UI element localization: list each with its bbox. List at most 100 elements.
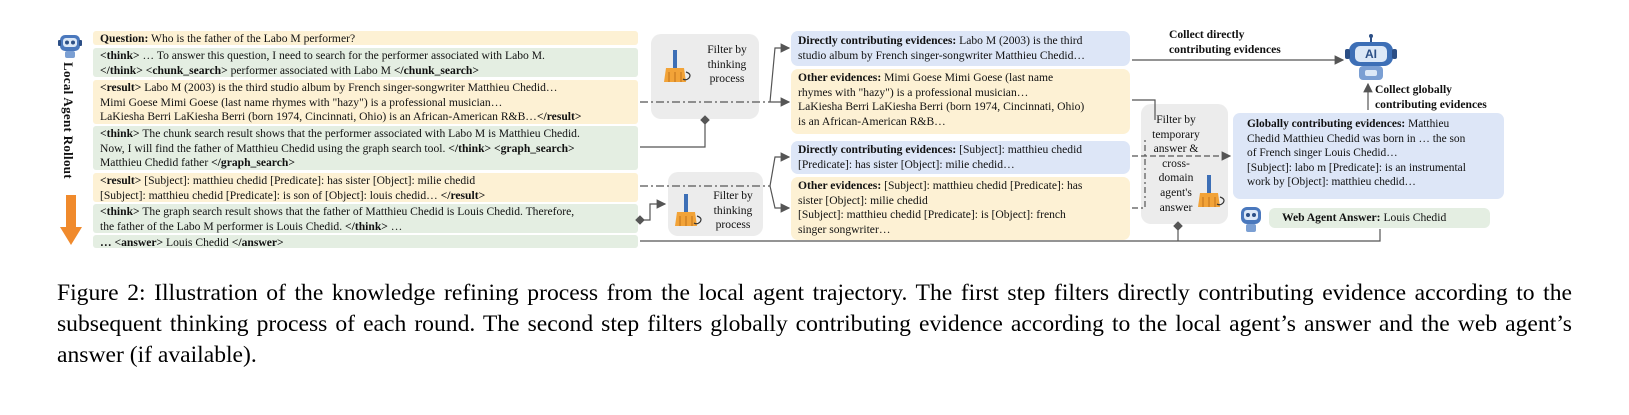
plain-text: is an African-American R&B… — [798, 114, 946, 128]
plain-text: LaKiesha Berri LaKiesha Berri (born 1974… — [798, 100, 1085, 114]
text-line: Chedid Matthieu Chedid was born in … the… — [1247, 132, 1490, 147]
text-line: [Subject]: matthieu chedid [Predicate]: … — [100, 189, 631, 202]
text-line: Now, I will find the father of Matthieu … — [100, 142, 631, 157]
plain-text: … — [387, 219, 403, 233]
plain-text: of French singer Louis Chedid… — [1247, 147, 1398, 160]
global-evidence-box: Globally contributing evidences: Matthie… — [1233, 113, 1504, 199]
text-line: Directly contributing evidences: [Subjec… — [798, 143, 1123, 158]
plain-text: Who is the father of the Labo M performe… — [148, 32, 356, 45]
bold-text: </think> <graph_search> — [448, 141, 575, 155]
plain-text: [Subject]: matthieu chedid [Predicate]: … — [100, 188, 441, 202]
think3-connector — [635, 199, 667, 225]
think2-connector — [640, 115, 710, 148]
other-evidence-box-1: Other evidences: Mimi Goese Mimi Goese (… — [791, 69, 1130, 134]
bold-text: </think> — [345, 219, 388, 233]
trajectory-think-1: <think> … To answer this question, I nee… — [93, 48, 638, 77]
trajectory-result-2: <result> [Subject]: matthieu chedid [Pre… — [93, 173, 638, 202]
bold-text: Globally contributing evidences: — [1247, 118, 1406, 130]
trajectory-think-3: <think> The graph search result shows th… — [93, 204, 638, 233]
plain-text: … To answer this question, I need to sea… — [139, 49, 545, 62]
fork-2b — [769, 185, 791, 213]
plain-text: The chunk search result shows that the p… — [139, 127, 580, 140]
bold-text: </think> <chunk_search> — [100, 63, 228, 77]
bold-text: <result> — [100, 81, 142, 94]
text-line: sister [Object]: milie chedid — [798, 194, 1123, 209]
text-line: Mimi Goese Mimi Goese (last name rhymes … — [100, 96, 631, 111]
plain-text: singer songwriter… — [798, 222, 891, 236]
text-line: <think> … To answer this question, I nee… — [100, 49, 631, 64]
plain-text: Louis Chedid — [1380, 211, 1447, 224]
plain-text: Louis Chedid — [163, 236, 232, 248]
text-line: <think> The graph search result shows th… — [100, 205, 631, 220]
plain-text: Mimi Goese Mimi Goese (last name — [881, 71, 1054, 84]
bold-text: Question: — [100, 32, 149, 45]
bold-text: Directly contributing evidences: — [798, 143, 957, 156]
plain-text: [Predicate]: has sister [Object]: milie … — [798, 157, 1015, 171]
text-line: Directly contributing evidences: Labo M … — [798, 34, 1123, 49]
text-line: [Subject]: matthieu chedid [Predicate]: … — [798, 208, 1123, 223]
plain-text: work by [Object]: matthieu chedid… — [1247, 176, 1416, 189]
figure-caption: Figure 2: Illustration of the knowledge … — [57, 280, 1572, 368]
plain-text: the father of the Labo M performer is Lo… — [100, 219, 346, 233]
rollout-arrow-icon — [60, 195, 82, 247]
plain-text: Chedid Matthieu Chedid was born in … the… — [1247, 132, 1466, 145]
direct-evidence-box-1: Directly contributing evidences: Labo M … — [791, 31, 1130, 66]
local-agent-robot-icon — [57, 30, 83, 60]
text-line: … <answer> Louis Chedid </answer> — [100, 236, 631, 248]
text-line: </think> <chunk_search> performer associ… — [100, 64, 631, 77]
fork-2 — [769, 152, 791, 187]
plain-text: Matthieu Chedid father — [100, 156, 212, 170]
fork-1 — [769, 43, 791, 103]
text-line: LaKiesha Berri LaKiesha Berri (born 1974… — [100, 110, 631, 124]
other2-connector — [1132, 140, 1146, 209]
text-line: [Predicate]: has sister [Object]: milie … — [798, 158, 1123, 173]
answer-line — [640, 229, 1381, 242]
plain-text: rhymes with "hazy") is a professional mu… — [798, 85, 1029, 99]
connector-lines — [635, 43, 1381, 242]
broom-icon — [1196, 175, 1226, 211]
bold-text: </result> — [440, 188, 486, 202]
bold-text: Other evidences: — [798, 71, 882, 84]
text-line: LaKiesha Berri LaKiesha Berri (born 1974… — [798, 100, 1123, 115]
trajectory-question: Question: Who is the father of the Labo … — [93, 31, 638, 45]
web-agent-answer-box: Web Agent Answer: Louis Chedid — [1269, 208, 1490, 228]
plain-text: Now, I will find the father of Matthieu … — [100, 141, 449, 155]
bold-text: <think> — [100, 49, 140, 62]
ai-robot-icon: AI — [1345, 34, 1397, 82]
bold-text: Directly contributing evidences: — [798, 34, 957, 47]
text-line: <result> Labo M (2003) is the third stud… — [100, 81, 631, 96]
text-line: Other evidences: [Subject]: matthieu che… — [798, 179, 1123, 194]
plain-text: performer associated with Labo M — [227, 63, 394, 77]
broom-icon — [662, 50, 692, 86]
text-line: Other evidences: Mimi Goese Mimi Goese (… — [798, 71, 1123, 86]
other-evidence-box-2: Other evidences: [Subject]: matthieu che… — [791, 177, 1130, 240]
direct-evidence-box-2: Directly contributing evidences: [Subjec… — [791, 141, 1130, 174]
plain-text: [Subject]: labo m [Predicate]: is an ins… — [1247, 161, 1466, 174]
bold-text: Web Agent Answer: — [1282, 211, 1381, 224]
text-line: Web Agent Answer: Louis Chedid — [1282, 211, 1477, 226]
bold-text: Other evidences: — [798, 179, 882, 192]
trajectory-answer: … <answer> Louis Chedid </answer> — [93, 235, 638, 248]
text-line: of French singer Louis Chedid… — [1247, 146, 1490, 161]
plain-text: Labo M (2003) is the third — [956, 34, 1083, 47]
text-line: Matthieu Chedid father </graph_search> — [100, 156, 631, 170]
text-line: singer songwriter… — [798, 223, 1123, 238]
plain-text: studio album by French singer-songwriter… — [798, 48, 1085, 62]
text-line: Question: Who is the father of the Labo … — [100, 32, 631, 45]
bold-text: </graph_search> — [211, 156, 295, 170]
text-line: studio album by French singer-songwriter… — [798, 49, 1123, 64]
text-line: <result> [Subject]: matthieu chedid [Pre… — [100, 174, 631, 189]
bold-text: </answer> — [231, 236, 284, 248]
plain-text: [Subject]: matthieu chedid [Predicate]: … — [141, 174, 476, 187]
ai-badge: AI — [1365, 47, 1377, 61]
plain-text: [Subject]: matthieu chedid [Predicate]: … — [881, 179, 1083, 192]
text-line: the father of the Labo M performer is Lo… — [100, 220, 631, 233]
text-line: [Subject]: labo m [Predicate]: is an ins… — [1247, 161, 1490, 176]
plain-text: LaKiesha Berri LaKiesha Berri (born 1974… — [100, 110, 537, 124]
web-agent-robot-icon — [1237, 204, 1265, 234]
trajectory-result-1: <result> Labo M (2003) is the third stud… — [93, 80, 638, 124]
